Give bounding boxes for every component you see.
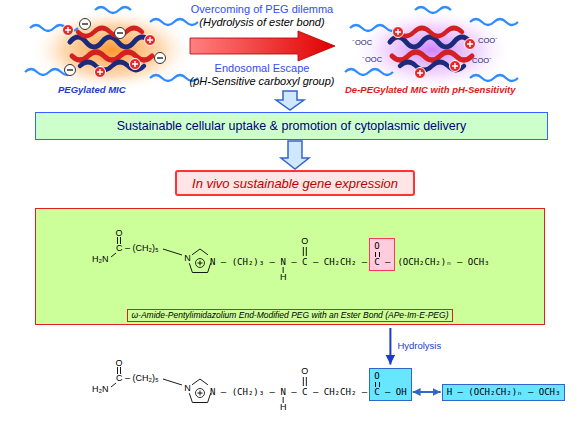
bond-line [192,379,200,385]
double-bond [375,252,380,257]
bond-line [192,249,200,255]
down-arrow [276,91,304,110]
process-box: Sustainable cellular uptake & promotion … [35,112,548,140]
peg-fragment-box: H – (OCH₂CH₂)ₙ – OCH₃ [442,384,566,401]
bond-line [306,377,307,386]
bond-line [117,237,118,244]
atom-label: O [301,366,308,377]
sub-note: (pH-Sensitive carboxyl group) [190,75,335,88]
bond-line [192,402,207,403]
double-bond [375,382,380,387]
chain-label: N – (CH₂)₃ – N – C – CH₂CH₂ – [210,257,367,268]
charge-ring [196,389,205,398]
bond-line [189,393,192,402]
bond-line [111,253,116,257]
node-text: Sustainable cellular uptake & promotion … [117,119,466,133]
bond-line [200,249,208,255]
figure-label: De-PEGylated MIC with pH-Sensitivity [345,84,516,96]
pegylated-mic [25,7,198,92]
atom-label: C – (CH₂)₅ [116,243,159,254]
atom-label: O [301,236,308,247]
atom-label: H [280,272,287,283]
ester-highlight: O C – [369,238,395,271]
bond-line [283,267,284,273]
atom-label: H₂N [92,254,109,265]
charge-label: ⁻OOC [362,55,382,64]
atom-label: O [115,228,122,239]
bond-line [163,379,182,385]
heading-note: Endosomal Escape [215,62,310,75]
de-pegylated-mic [345,7,518,92]
node-text: C – OH [374,387,407,398]
block-arrow [281,141,309,169]
bond-line [120,237,121,244]
bond-line [111,383,116,387]
double-arrow [413,391,441,393]
node-text: H – (OCH₂CH₂)ₙ – OCH₃ [447,387,561,398]
atom-label: C – (CH₂)₅ [116,373,159,384]
charge-label: COO⁻ [472,56,492,65]
bond-line [303,377,304,386]
atom-label: O [115,358,122,369]
process-arrow [190,31,335,61]
bond-line [303,247,304,256]
node-text: O [374,241,390,252]
bond-line [120,367,121,374]
charge-plus [198,391,203,396]
charge-label: ⁻OOC [352,38,372,47]
bond-line [208,393,211,402]
atom-label: N [184,383,191,394]
bond-line [283,397,284,403]
bond-line [189,263,192,272]
atom-label: H₂N [92,384,109,395]
result-box: In vivo sustainable gene expression [175,170,415,196]
bond-line [163,249,182,255]
hydrolysis-arrow [389,328,391,365]
node-text: C – [374,257,390,268]
charge-label: COO⁻ [478,36,498,45]
node-text: In vivo sustainable gene expression [192,176,398,191]
sub-note: (Hydrolysis of ester bond) [199,16,324,29]
atom-label: H [280,402,287,413]
carboxyl-highlight: O C – OH [369,368,412,401]
figure-label: PEGylated MIC [58,84,126,96]
bond-line [208,263,211,272]
bond-line [117,367,118,374]
bond-line [200,379,208,385]
node-text: ω-Amide-Pentylimidazolium End-Modified P… [127,309,454,322]
bond-line [306,247,307,256]
node-text: O [374,371,407,382]
atom-label: N [184,253,191,264]
bond-line [192,272,207,273]
chain-label: (OCH₂CH₂)ₙ – OCH₃ [397,257,489,268]
charge-plus [198,261,203,266]
heading-note: Overcoming of PEG dilemma [191,3,333,16]
chain-label: N – (CH₂)₃ – N – C – CH₂CH₂ – [210,387,367,398]
charge-ring [196,259,205,268]
step-label: Hydrolysis [397,340,441,352]
